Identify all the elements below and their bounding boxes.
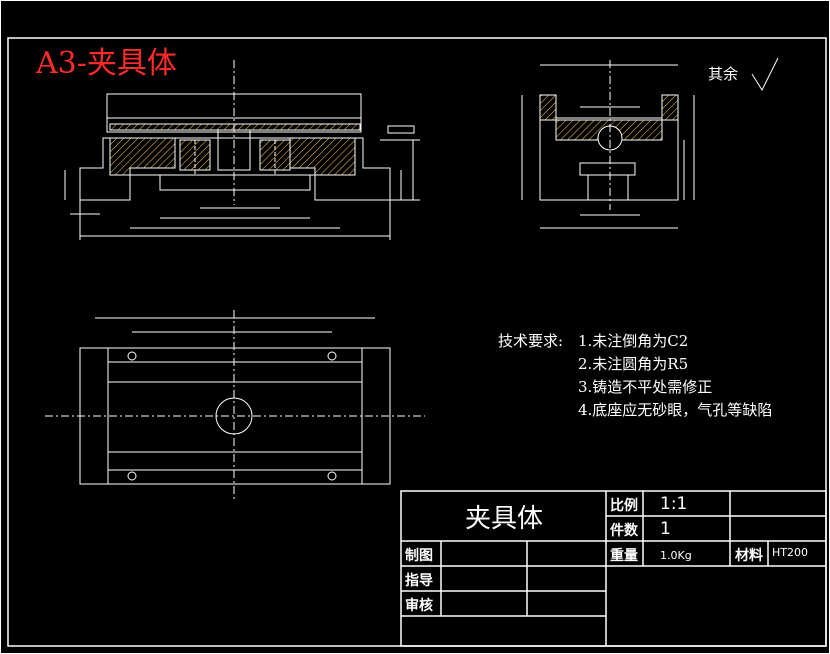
scale-value: 1:1 [660, 494, 688, 514]
count-label: 件数 [610, 523, 638, 539]
reviewed-by-label: 审核 [405, 598, 433, 614]
tech-req-item: 2.未注圆角为R5 [578, 355, 689, 373]
tech-req-item: 1.未注倒角为C2 [578, 332, 689, 350]
guided-by-label: 指导 [405, 573, 433, 589]
tech-req-item: 3.铸造不平处需修正 [578, 378, 713, 396]
weight-label: 重量 [610, 548, 638, 564]
weight-value: 1.0Kg [660, 549, 692, 562]
drawn-by-label: 制图 [405, 548, 433, 564]
part-name: 夹具体 [465, 504, 544, 534]
tech-req-heading: 技术要求: [498, 332, 564, 350]
material-label: 材料 [735, 548, 763, 564]
tech-req-item: 4.底座应无砂眼，气孔等缺陷 [578, 401, 773, 419]
material-value: HT200 [772, 546, 808, 559]
side-view [521, 60, 695, 229]
title-block-grid [400, 490, 827, 647]
count-value: 1 [660, 519, 671, 539]
sheet-title: A3-夹具体 [36, 46, 177, 81]
surface-finish-note: 其余 [708, 65, 739, 83]
front-view [64, 60, 420, 240]
surface-finish-symbol [751, 57, 779, 92]
scale-label: 比例 [610, 498, 638, 514]
top-view [45, 310, 425, 500]
